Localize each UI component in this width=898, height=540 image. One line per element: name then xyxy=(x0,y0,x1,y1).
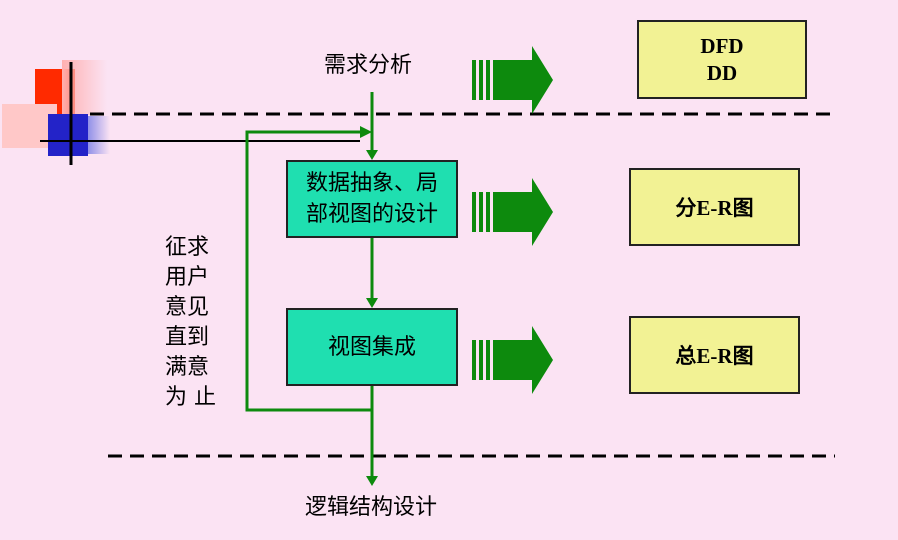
abstraction-line-2: 部视图的设计 xyxy=(305,202,438,227)
dfd-dd-output-box: DFD DD xyxy=(637,20,807,99)
flow-arrowhead-1 xyxy=(366,150,378,160)
flow-arrowhead-2 xyxy=(366,298,378,308)
total-er-output-box: 总E-R图 xyxy=(629,316,800,394)
feedback-line: 直到 xyxy=(165,325,210,350)
flow-arrowhead-3 xyxy=(366,476,378,486)
abstraction-step-box: 数据抽象、局 部视图的设计 xyxy=(286,160,458,238)
logical-design-label: 逻辑结构设计 xyxy=(305,495,438,520)
feedback-note: 征求 用户 意见 直到 满意 为 止 xyxy=(165,233,216,413)
blue-square xyxy=(48,114,88,156)
corner-decoration xyxy=(0,60,115,170)
total-er-label: 总E-R图 xyxy=(675,344,754,368)
output-arrow-3 xyxy=(472,326,553,394)
feedback-line: 为 止 xyxy=(165,385,216,410)
abstraction-line-1: 数据抽象、局 xyxy=(305,171,438,196)
sub-er-output-box: 分E-R图 xyxy=(629,168,800,246)
integration-step-box: 视图集成 xyxy=(286,308,458,386)
feedback-line: 意见 xyxy=(165,295,210,320)
feedback-line: 用户 xyxy=(165,265,210,290)
output-arrow-2 xyxy=(472,178,553,246)
output-arrow-1 xyxy=(472,46,553,114)
feedback-arrowhead xyxy=(360,126,372,138)
feedback-line: 征求 xyxy=(165,235,210,260)
sub-er-label: 分E-R图 xyxy=(675,196,754,220)
dd-label: DD xyxy=(706,60,738,85)
dfd-label: DFD xyxy=(700,33,744,58)
integration-label: 视图集成 xyxy=(327,334,416,360)
feedback-line: 满意 xyxy=(165,355,210,380)
feedback-loop-line xyxy=(245,130,372,412)
blue-fade xyxy=(88,116,110,154)
requirements-analysis-label: 需求分析 xyxy=(324,53,413,78)
